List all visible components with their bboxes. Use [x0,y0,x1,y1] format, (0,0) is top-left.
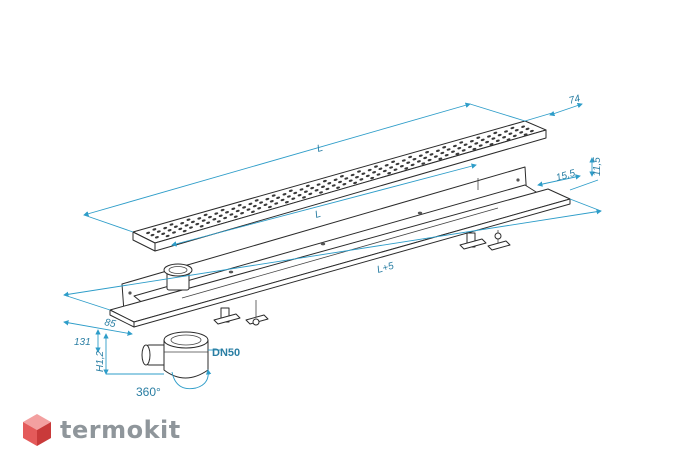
brand-logo: termokit [22,412,181,448]
grate-hole [472,147,477,151]
grate-hole [476,136,481,139]
grate-hole [508,132,513,135]
dim-body-height: 131 [74,337,91,348]
grate-hole [519,131,524,134]
cube-logo-icon [23,414,51,446]
dim-front-width: 85 [103,317,117,330]
dimension-labels: L 74 L L+5 15,5 11,5 85 131 H1,2 DN50 36… [74,93,603,399]
grate-hole [487,135,491,138]
grate-hole [469,140,474,143]
grate-hole [510,126,515,130]
dim-length: L [316,143,324,155]
grate-hole [502,136,507,139]
grate-hole [491,137,496,140]
dimension-lines [63,102,602,390]
dim-trap-height: H1,2 [95,350,106,372]
dim-outlet-size: DN50 [212,347,240,359]
grate-hole [474,142,479,145]
grate-hole [514,129,519,132]
dim-channel-height: 11,5 [592,157,603,176]
grate-hole [529,129,534,133]
grate-hole [493,131,498,135]
grate-hole [489,143,494,146]
leg [213,307,241,325]
leg [245,300,269,326]
dim-rotation: 360° [136,385,161,399]
leg [459,232,487,250]
grate-hole [495,139,500,142]
grate-hole [480,138,485,142]
grate-hole [523,133,528,136]
grate-hole [525,127,530,131]
grate-hole [478,144,483,147]
grate-hole [521,125,526,128]
grate-hole [504,130,508,133]
grate-hole [485,140,490,144]
leg [487,230,511,251]
dim-grate-width: 74 [568,93,582,107]
dim-inner-length: L [314,209,322,221]
siphon-trap [141,331,209,379]
dim-channel-offset: 15,5 [555,168,577,184]
grate-hole [512,134,517,138]
grate-hole [497,133,502,137]
grate-hole [506,138,511,141]
dim-overall-length: L+5 [376,261,396,276]
brand-name: termokit [60,416,181,444]
